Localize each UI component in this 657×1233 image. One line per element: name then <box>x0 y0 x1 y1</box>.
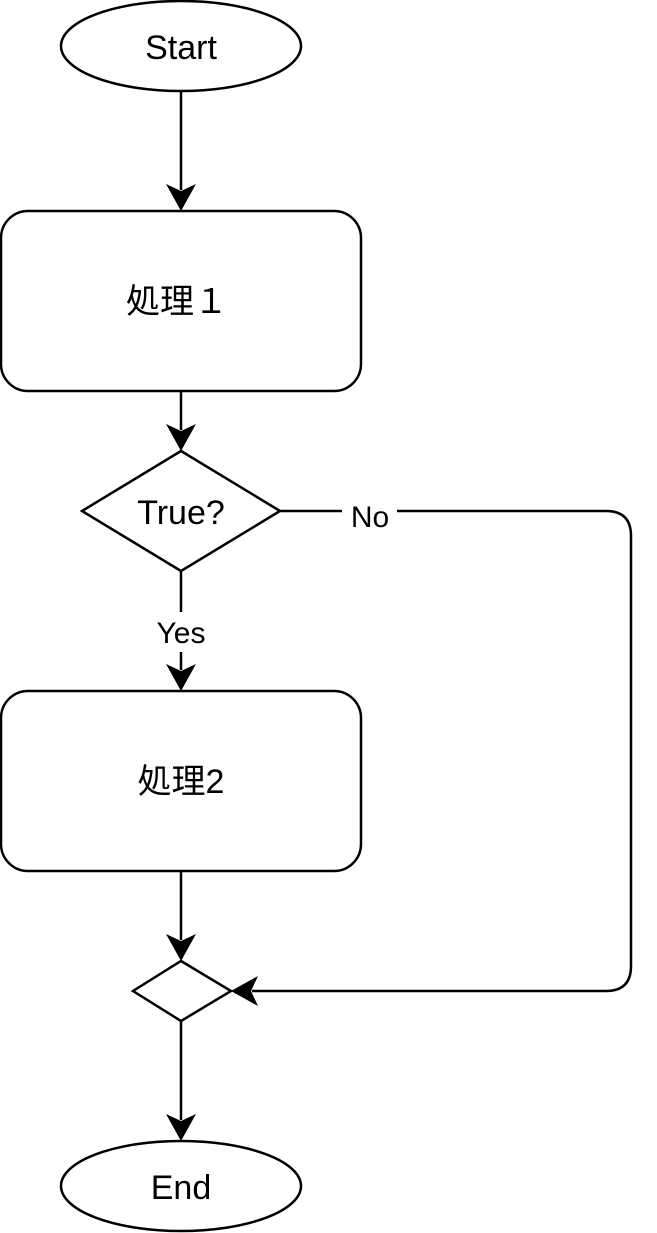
start-node[interactable]: Start <box>59 0 303 93</box>
edge-process1-to-decision <box>166 391 196 451</box>
end-label: End <box>151 1169 212 1207</box>
edge-process2-to-merge <box>166 871 196 961</box>
edge-decision-to-process2: Yes <box>150 571 212 691</box>
process2-node[interactable]: 処理2 <box>0 689 363 873</box>
merge-node[interactable] <box>130 959 234 1023</box>
no-label: No <box>351 501 389 534</box>
yes-label: Yes <box>157 617 206 650</box>
process2-label: 処理2 <box>138 763 225 801</box>
edge-start-to-process1 <box>166 91 196 211</box>
process1-label: 処理１ <box>126 283 228 321</box>
edge-merge-to-end <box>166 1021 196 1141</box>
edge-decision-no-to-merge: No <box>231 494 633 1006</box>
process1-node[interactable]: 処理１ <box>0 209 363 393</box>
decision-node[interactable]: True? <box>79 449 283 573</box>
end-node[interactable]: End <box>59 1139 303 1233</box>
decision-label: True? <box>137 494 225 532</box>
start-label: Start <box>145 29 217 67</box>
